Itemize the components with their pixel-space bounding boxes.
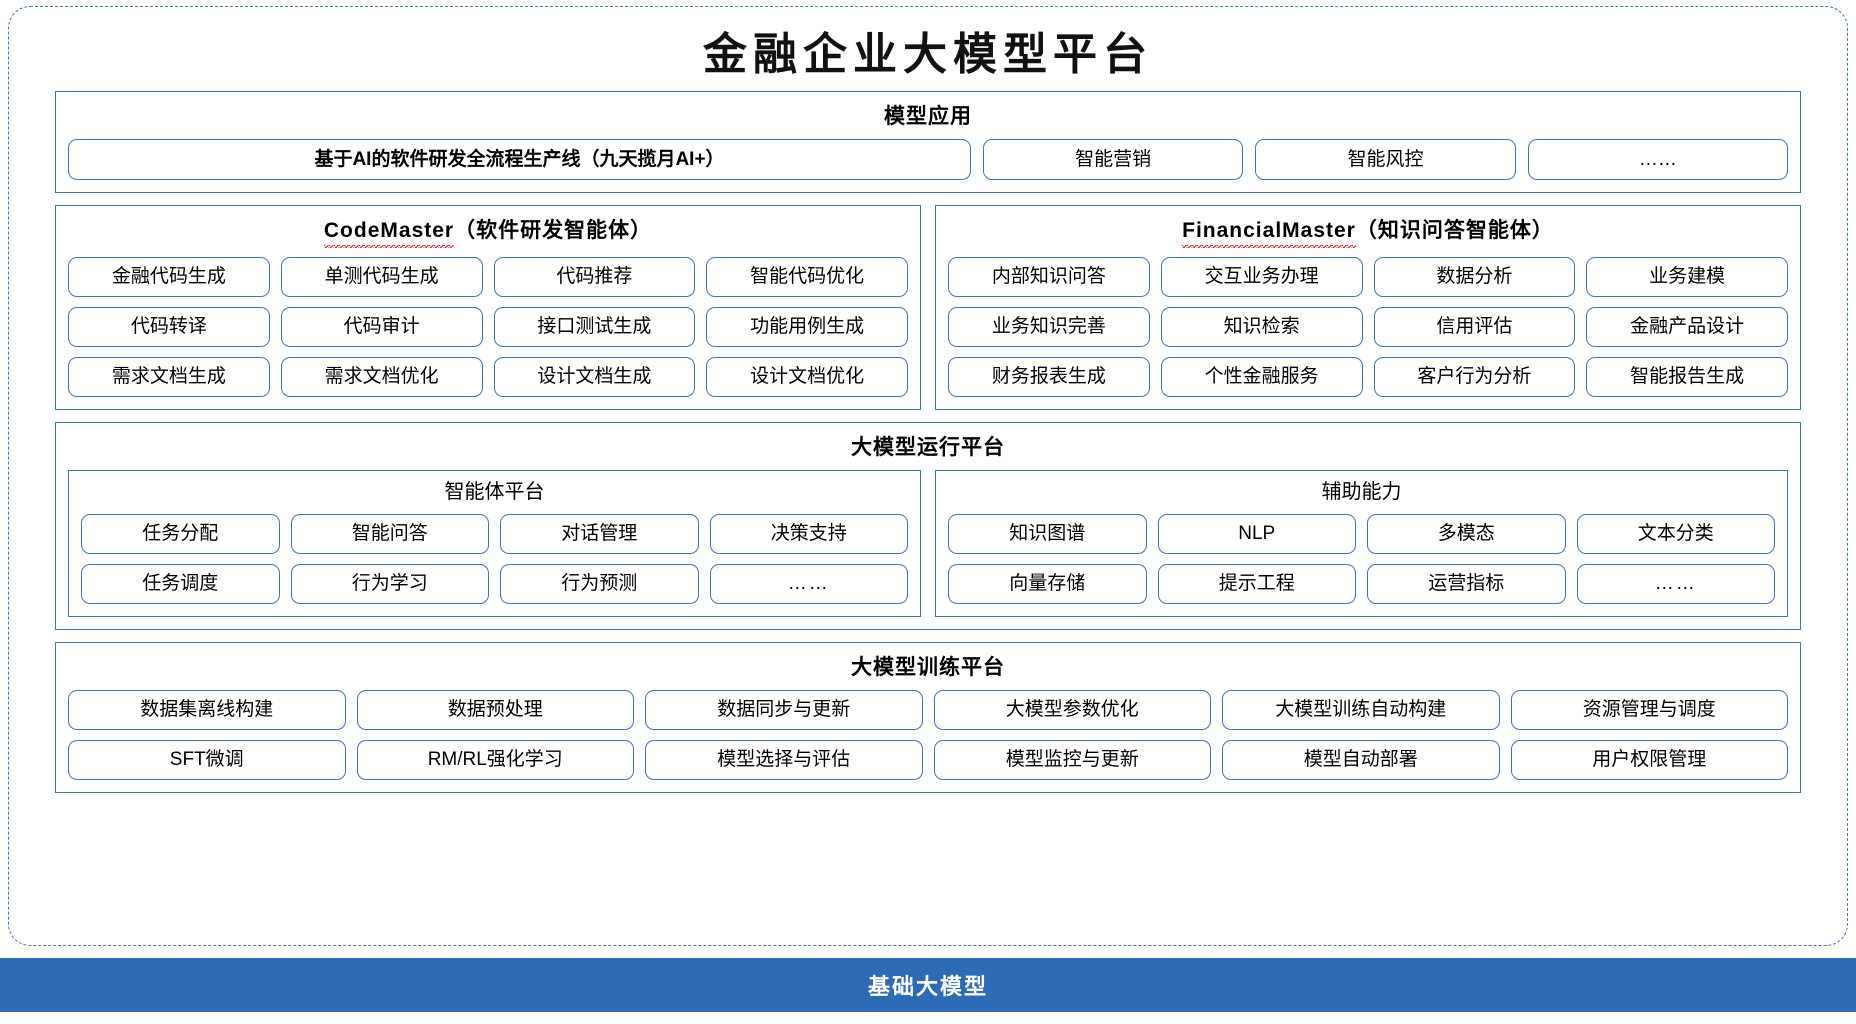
chip-vector-store[interactable]: 向量存储 [948,564,1147,605]
financial-master-row: 财务报表生成 个性金融服务 客户行为分析 智能报告生成 [948,356,1788,397]
chip-personalized-finance[interactable]: 个性金融服务 [1160,356,1363,397]
chip-text-classification[interactable]: 文本分类 [1576,514,1775,555]
page-title: 金融企业大模型平台 [703,29,1153,80]
platform-outline: 金融企业大模型平台 模型应用 基于AI的软件研发全流程生产线（九天揽月AI+） … [8,6,1848,946]
code-master-name: CodeMaster [323,217,455,249]
chip-behavior-learning[interactable]: 行为学习 [290,564,489,605]
chip-finance-code-gen[interactable]: 金融代码生成 [68,256,270,297]
chip-prompt-engineering[interactable]: 提示工程 [1157,564,1356,605]
chip-design-doc-gen[interactable]: 设计文档生成 [493,356,696,397]
chip-dialog-management[interactable]: 对话管理 [500,514,699,555]
model-application-heading: 模型应用 [884,105,972,128]
chip-unit-test-code-gen[interactable]: 单测代码生成 [280,256,483,297]
chip-data-analysis[interactable]: 数据分析 [1373,256,1576,297]
chip-code-translate[interactable]: 代码转译 [68,306,270,347]
run-platform-sections: 智能体平台 任务分配 智能问答 对话管理 决策支持 任务调度 行为学习 行为预测 [68,470,1788,618]
chip-api-test-gen[interactable]: 接口测试生成 [493,306,696,347]
chip-smart-code-optimize[interactable]: 智能代码优化 [706,256,908,297]
chip-financial-report-gen[interactable]: 财务报表生成 [948,356,1150,397]
run-platform-panel: 大模型运行平台 智能体平台 任务分配 智能问答 对话管理 决策支持 任务调度 [55,421,1801,631]
chip-financial-product-design[interactable]: 金融产品设计 [1586,306,1788,347]
model-application-items: 基于AI的软件研发全流程生产线（九天揽月AI+） 智能营销 智能风控 …… [68,139,1788,181]
chip-business-modeling[interactable]: 业务建模 [1586,256,1788,297]
chip-requirement-doc-opt[interactable]: 需求文档优化 [280,356,483,397]
chip-smart-qa[interactable]: 智能问答 [290,514,489,555]
chip-customer-behavior-analysis[interactable]: 客户行为分析 [1373,356,1576,397]
aux-capability-heading: 辅助能力 [1321,481,1402,504]
code-master-row: 金融代码生成 单测代码生成 代码推荐 智能代码优化 [68,256,908,297]
chip-code-audit[interactable]: 代码审计 [280,306,483,347]
financial-master-row: 业务知识完善 知识检索 信用评估 金融产品设计 [948,306,1788,347]
aux-capability-panel: 辅助能力 知识图谱 NLP 多模态 文本分类 向量存储 提示工程 运营指标 [935,470,1788,618]
code-master-panel: CodeMaster（软件研发智能体） 金融代码生成 单测代码生成 代码推荐 智… [55,205,921,410]
chip-resource-management[interactable]: 资源管理与调度 [1510,690,1788,731]
chip-task-scheduling[interactable]: 任务调度 [81,564,280,605]
financial-master-grid: 内部知识问答 交互业务办理 数据分析 业务建模 业务知识完善 知识检索 信用评估… [948,256,1788,397]
chip-business-knowledge-improve[interactable]: 业务知识完善 [948,306,1150,347]
code-master-suffix: （软件研发智能体） [454,219,653,243]
run-platform-heading: 大模型运行平台 [851,435,1005,459]
app-item-more[interactable]: …… [1527,139,1788,181]
agent-platform-panel: 智能体平台 任务分配 智能问答 对话管理 决策支持 任务调度 行为学习 行为预测 [68,470,921,618]
train-platform-heading: 大模型训练平台 [851,656,1005,680]
chip-model-monitor-update[interactable]: 模型监控与更新 [933,740,1211,781]
chip-design-doc-opt[interactable]: 设计文档优化 [706,356,908,397]
code-master-row: 代码转译 代码审计 接口测试生成 功能用例生成 [68,306,908,347]
chip-credit-assessment[interactable]: 信用评估 [1373,306,1576,347]
chip-model-auto-deploy[interactable]: 模型自动部署 [1222,740,1500,781]
aux-capability-row: 向量存储 提示工程 运营指标 …… [948,564,1775,605]
chip-decision-support[interactable]: 决策支持 [709,514,908,555]
financial-master-row: 内部知识问答 交互业务办理 数据分析 业务建模 [948,256,1788,297]
agent-platform-heading: 智能体平台 [444,481,545,504]
base-model-label: 基础大模型 [867,974,988,999]
financial-master-panel: FinancialMaster（知识问答智能体） 内部知识问答 交互业务办理 数… [935,205,1801,410]
aux-capability-row: 知识图谱 NLP 多模态 文本分类 [948,514,1775,555]
chip-training-auto-build[interactable]: 大模型训练自动构建 [1222,690,1500,731]
agent-platform-grid: 任务分配 智能问答 对话管理 决策支持 任务调度 行为学习 行为预测 …… [81,514,908,605]
chip-smart-report-gen[interactable]: 智能报告生成 [1586,356,1788,397]
chip-aux-more[interactable]: …… [1576,564,1775,605]
train-platform-panel: 大模型训练平台 数据集离线构建 数据预处理 数据同步与更新 大模型参数优化 大模… [55,642,1801,794]
chip-requirement-doc-gen[interactable]: 需求文档生成 [68,356,270,397]
chip-model-select-evaluate[interactable]: 模型选择与评估 [645,740,923,781]
chip-data-sync-update[interactable]: 数据同步与更新 [645,690,923,731]
train-platform-grid: 数据集离线构建 数据预处理 数据同步与更新 大模型参数优化 大模型训练自动构建 … [68,690,1788,781]
chip-behavior-prediction[interactable]: 行为预测 [500,564,699,605]
chip-data-preprocess[interactable]: 数据预处理 [356,690,634,731]
chip-feature-case-gen[interactable]: 功能用例生成 [706,306,908,347]
chip-sft-finetune[interactable]: SFT微调 [68,740,346,781]
train-platform-row: SFT微调 RM/RL强化学习 模型选择与评估 模型监控与更新 模型自动部署 用… [68,740,1788,781]
financial-master-heading: FinancialMaster（知识问答智能体） [948,214,1788,256]
code-master-grid: 金融代码生成 单测代码生成 代码推荐 智能代码优化 代码转译 代码审计 接口测试… [68,256,908,397]
chip-rm-rl-learning[interactable]: RM/RL强化学习 [356,740,634,781]
base-model-bar: 基础大模型 [0,958,1856,1012]
app-item-primary[interactable]: 基于AI的软件研发全流程生产线（九天揽月AI+） [68,139,971,181]
chip-knowledge-graph[interactable]: 知识图谱 [948,514,1147,555]
chip-dataset-offline-build[interactable]: 数据集离线构建 [68,690,346,731]
agent-platform-row: 任务调度 行为学习 行为预测 …… [81,564,908,605]
code-master-heading: CodeMaster（软件研发智能体） [68,214,908,256]
code-master-row: 需求文档生成 需求文档优化 设计文档生成 设计文档优化 [68,356,908,397]
financial-master-name: FinancialMaster [1182,217,1356,249]
agent-panels: CodeMaster（软件研发智能体） 金融代码生成 单测代码生成 代码推荐 智… [55,205,1801,410]
app-item-risk-control[interactable]: 智能风控 [1255,139,1516,181]
chip-user-permission[interactable]: 用户权限管理 [1510,740,1788,781]
chip-nlp[interactable]: NLP [1157,514,1356,555]
chip-agent-more[interactable]: …… [709,564,908,605]
aux-capability-grid: 知识图谱 NLP 多模态 文本分类 向量存储 提示工程 运营指标 …… [948,514,1775,605]
train-platform-row: 数据集离线构建 数据预处理 数据同步与更新 大模型参数优化 大模型训练自动构建 … [68,690,1788,731]
chip-internal-knowledge-qa[interactable]: 内部知识问答 [948,256,1150,297]
chip-knowledge-retrieval[interactable]: 知识检索 [1160,306,1363,347]
chip-model-param-optimize[interactable]: 大模型参数优化 [933,690,1211,731]
chip-task-allocation[interactable]: 任务分配 [81,514,280,555]
app-item-marketing[interactable]: 智能营销 [983,139,1244,181]
agent-platform-row: 任务分配 智能问答 对话管理 决策支持 [81,514,908,555]
chip-operation-metrics[interactable]: 运营指标 [1367,564,1566,605]
model-application-panel: 模型应用 基于AI的软件研发全流程生产线（九天揽月AI+） 智能营销 智能风控 … [55,91,1801,194]
chip-interactive-business[interactable]: 交互业务办理 [1160,256,1363,297]
chip-multimodal[interactable]: 多模态 [1367,514,1566,555]
financial-master-suffix: （知识问答智能体） [1355,219,1554,243]
chip-code-recommend[interactable]: 代码推荐 [493,256,696,297]
